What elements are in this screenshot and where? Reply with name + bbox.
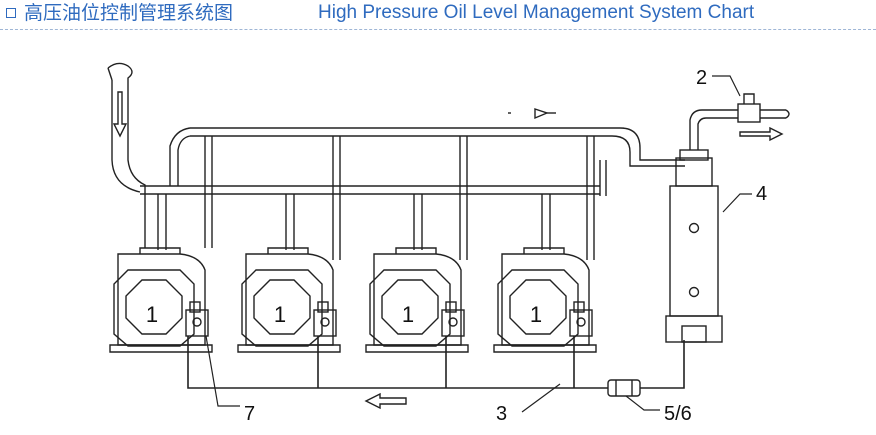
header-divider xyxy=(0,29,876,30)
callout-oil-regulator: 7 xyxy=(244,403,255,425)
title-english: High Pressure Oil Level Management Syste… xyxy=(318,2,755,23)
oil-regulator-3 xyxy=(441,301,465,337)
callout-filter: 5/6 xyxy=(664,403,692,425)
compressor-3-label: 1 xyxy=(402,302,414,327)
title-chinese: 高压油位控制管理系统图 xyxy=(24,2,234,24)
callout-main-line: 3 xyxy=(496,403,507,425)
header-end-cap xyxy=(599,160,607,196)
outlet-valve xyxy=(689,93,790,150)
oil-reservoir xyxy=(665,149,723,343)
header: 高压油位控制管理系统图 High Pressure Oil Level Mana… xyxy=(0,0,876,32)
right-arrow-icon xyxy=(508,108,556,120)
filter-drier xyxy=(607,379,641,397)
inlet-pipe xyxy=(107,62,146,248)
compressor-1 xyxy=(109,247,213,353)
oil-system-diagram: 1 1 1 1 2 4 3 5/6 7 xyxy=(107,62,790,425)
discharge-header xyxy=(140,127,685,195)
callout-reservoir: 4 xyxy=(756,183,767,205)
compressor-4-label: 1 xyxy=(530,302,542,327)
callout-leaders xyxy=(205,75,752,413)
oil-regulator-1 xyxy=(185,301,209,337)
oil-return-line xyxy=(187,336,685,389)
risers xyxy=(157,136,595,260)
callout-valve: 2 xyxy=(696,67,707,89)
outlet-arrow-icon xyxy=(739,126,784,142)
bullet-square-icon xyxy=(6,8,16,18)
compressor-2 xyxy=(237,247,341,353)
compressor-3 xyxy=(365,247,469,353)
left-arrow-icon xyxy=(364,392,407,410)
compressor-1-label: 1 xyxy=(146,302,158,327)
oil-regulator-2 xyxy=(313,301,337,337)
oil-regulator-4 xyxy=(569,301,593,337)
compressor-4 xyxy=(493,247,597,353)
down-arrow-icon xyxy=(112,91,128,138)
compressor-2-label: 1 xyxy=(274,302,286,327)
